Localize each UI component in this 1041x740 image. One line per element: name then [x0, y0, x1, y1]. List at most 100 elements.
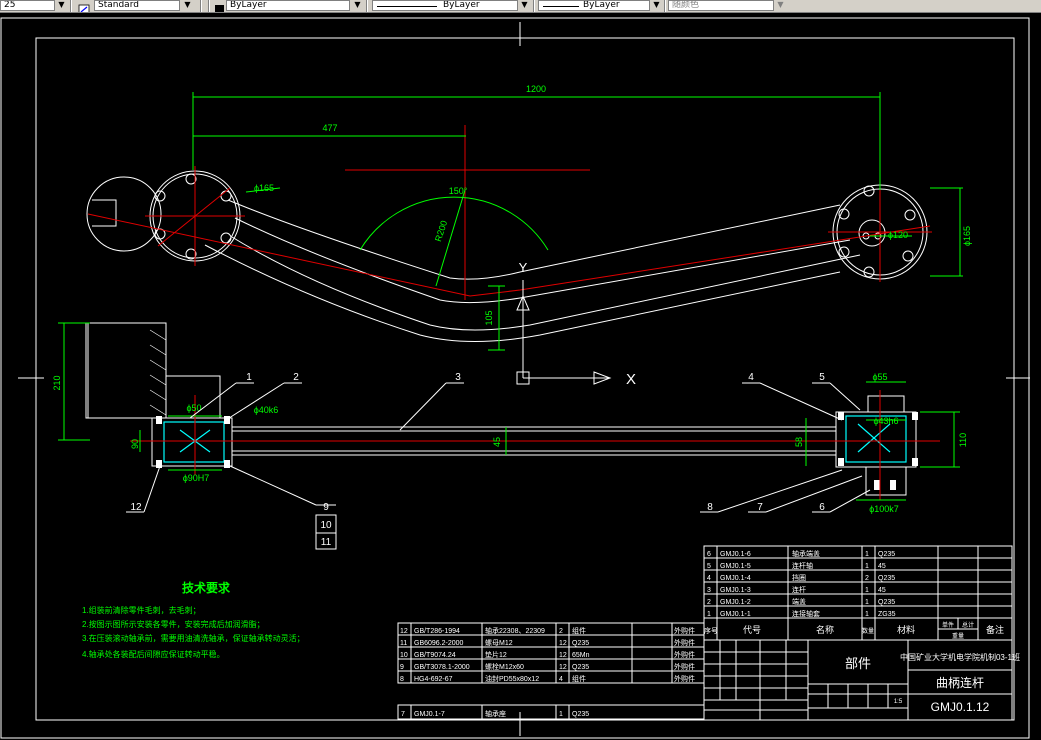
bom-cell: Q235 [572, 711, 589, 718]
center-marks [18, 22, 1030, 736]
bom-cell: 12 [559, 664, 567, 671]
arm-outline [86, 170, 928, 342]
lineweight-dropdown-icon[interactable]: ▼ [653, 0, 660, 9]
linetype-sample [377, 6, 437, 7]
bom-cell: GB/T286-1994 [414, 628, 460, 635]
bom-cell: 1 [865, 599, 869, 606]
rod-body [151, 395, 917, 496]
header-note: 备注 [986, 624, 1004, 635]
text-height-select[interactable]: 25 [0, 0, 55, 11]
header-name: 名称 [816, 624, 834, 635]
bom-cell: 2 [707, 599, 711, 606]
sheet-inner-border [35, 37, 1015, 721]
dim-58: 58 [794, 437, 804, 447]
bom-cell: 端盖 [792, 597, 806, 606]
balloon-5: 5 [819, 372, 825, 383]
bom-cell: 12 [400, 628, 408, 635]
balloon-4: 4 [748, 372, 754, 383]
leader-lines [126, 382, 871, 550]
bom-cell: 65Mn [572, 652, 590, 659]
bom-cell: Q235 [878, 599, 895, 606]
bom-cell: 1 [865, 611, 869, 618]
bom-cell: 1 [559, 711, 563, 718]
bom-cell: GMJ0.1-1 [720, 611, 751, 618]
bom-cell: 45 [878, 587, 886, 594]
bom-cell: GMJ0.1-7 [414, 711, 445, 718]
dimension-lines [192, 92, 963, 351]
bom-cell: 挡圈 [792, 573, 806, 582]
plot-style-dropdown-icon[interactable]: ▼ [777, 0, 784, 9]
bom-header: 序号 代号 名称 数量 材料 单件 总计 重量 备注 [703, 617, 1013, 641]
bom-cell: 11 [400, 640, 407, 647]
dim-phi120: ϕ120 [888, 230, 908, 240]
bom-cell: GMJ0.1-4 [720, 575, 751, 582]
bom-cell: Q235 [572, 664, 589, 671]
title-university: 中国矿业大学机电学院机制03-1班 [900, 652, 1020, 662]
header-single: 单件 [942, 621, 954, 629]
tech-line: 1.组装前清除零件毛刺，去毛刺； [82, 605, 201, 615]
bom-cell: 外购件 [674, 638, 695, 647]
dim-phi100k7: ϕ100k7 [869, 504, 899, 514]
bom-cell: GMJ0.1-5 [720, 563, 751, 570]
lineweight-sample [543, 6, 579, 7]
dim-r200: R200 [433, 219, 449, 243]
drawing-canvas[interactable]: 1200 477 150° R200 ϕ165 ϕ165 ϕ120 105 Y … [0, 12, 1041, 740]
bom-cell: GMJ0.1-3 [720, 587, 751, 594]
bom-cell: 1 [865, 587, 869, 594]
linetype-control-select[interactable]: ByLayer [372, 0, 518, 11]
header-no: 序号 [704, 626, 718, 635]
color-control-select[interactable]: ByLayer [226, 0, 350, 11]
text-style-select[interactable]: Standard [94, 0, 180, 11]
bom-cell: 9 [400, 664, 404, 671]
bom-cell: 外购件 [674, 674, 695, 683]
bom-cell: 连杆 [792, 585, 806, 594]
text-style-icon[interactable] [78, 0, 90, 12]
bom-cell: 连杆轴 [792, 561, 813, 570]
bom-cell: 垫片12 [485, 650, 507, 659]
bom-cell: 油封PD55x80x12 [485, 674, 539, 683]
dim-phi165-right: ϕ165 [962, 226, 972, 246]
color-control-value: ByLayer [230, 0, 267, 10]
bom-cell: Q235 [878, 551, 895, 558]
layer-color-icon[interactable] [213, 0, 225, 12]
tech-line: 4.轴承处各装配后间隙应保证转动平稳。 [82, 649, 225, 659]
bom-cell: 6 [707, 551, 711, 558]
bom-cell: 4 [707, 575, 711, 582]
header-qty: 数量 [862, 627, 874, 635]
front-view: 210 ϕ50 ϕ40k6 ϕ90H7 90 45 58 ϕ55 ϕ43h6 1… [52, 322, 968, 550]
sleeve-section [85, 322, 221, 419]
linetype-dropdown-icon[interactable]: ▼ [521, 0, 528, 9]
header-weight: 重量 [952, 632, 964, 640]
title-block: 部件 中国矿业大学机电学院机制03-1班 曲柄连杆 GMJ0.1.12 1:5 [703, 639, 1020, 721]
bom-cell: Q235 [572, 640, 589, 647]
toolbar-separator [366, 0, 368, 12]
bom-cell: 12 [559, 652, 567, 659]
top-view: 1200 477 150° R200 ϕ165 ϕ165 ϕ120 105 Y … [86, 84, 972, 388]
bom-cell: 螺栓M12x60 [485, 662, 524, 671]
bom-cell: Q235 [878, 575, 895, 582]
dim-phi40k6: ϕ40k6 [254, 405, 279, 415]
dim-90: 90 [130, 439, 140, 449]
tech-line: 3.在压装滚动轴承前，需要用油清洗轴承，保证轴承转动灵活； [82, 633, 305, 643]
toolbar-separator [208, 0, 210, 12]
bom-cell: 12 [559, 640, 567, 647]
bom-cell: 螺母M12 [485, 638, 513, 647]
text-height-dropdown-icon[interactable]: ▼ [58, 0, 65, 9]
lineweight-control-select[interactable]: ByLayer [538, 0, 650, 11]
dim-477: 477 [322, 123, 337, 133]
text-height-value: 25 [4, 0, 16, 10]
dim-105: 105 [484, 310, 494, 325]
header-total: 总计 [962, 621, 974, 629]
toolbar-separator [664, 0, 666, 12]
bom-cell: HG4-692-67 [414, 676, 453, 683]
bom-cell: 7 [401, 711, 405, 718]
sleeve-hatching [149, 329, 167, 416]
bom-cell: 轴承22308、22309 [485, 626, 545, 635]
toolbar-separator [70, 0, 72, 12]
toolbar-separator [533, 0, 535, 12]
plot-style-select[interactable]: 随颜色 [668, 0, 774, 11]
color-control-dropdown-icon[interactable]: ▼ [354, 0, 361, 9]
bom-cell: 外购件 [674, 650, 695, 659]
text-style-dropdown-icon[interactable]: ▼ [184, 0, 191, 9]
ucs-icon [516, 280, 612, 385]
